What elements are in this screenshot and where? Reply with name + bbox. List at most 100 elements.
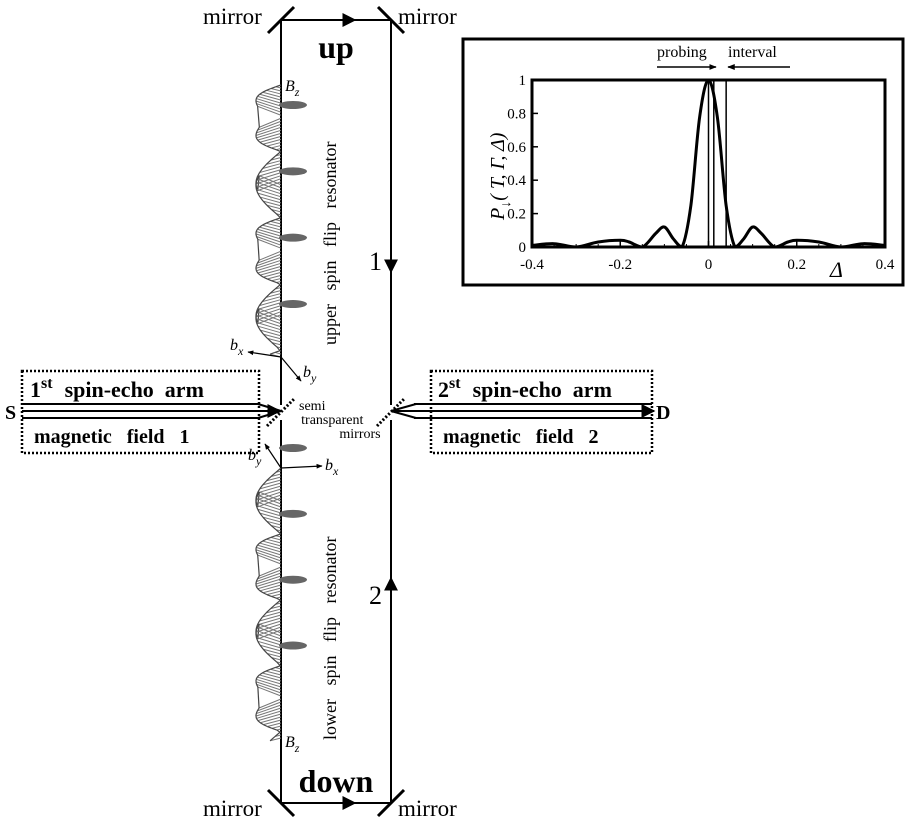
- field-vector: [255, 100, 282, 110]
- field-vector: [256, 546, 282, 556]
- field-vector: [256, 103, 282, 113]
- field-envelope: [255, 578, 259, 582]
- field-envelope: [262, 592, 268, 596]
- field-envelope: [266, 520, 272, 526]
- field-envelope: [267, 725, 273, 729]
- field-vector: [256, 314, 282, 325]
- field-envelope: [275, 151, 282, 157]
- field-vector: [271, 277, 282, 282]
- field-vector: [262, 611, 282, 618]
- field-envelope: [257, 126, 260, 131]
- mirror-label-bottom-right: mirror: [398, 796, 457, 821]
- field-envelope: [274, 731, 281, 737]
- field-envelope: [256, 575, 260, 580]
- field-envelope: [258, 301, 263, 306]
- field-envelope: [262, 648, 268, 654]
- field-vector: [258, 623, 282, 634]
- field-vector: [256, 321, 282, 331]
- field-vector: [257, 169, 282, 177]
- field-vector: [259, 512, 282, 520]
- field-vector: [257, 713, 282, 722]
- semi-word: semi: [299, 399, 326, 414]
- field-envelope: [270, 535, 276, 538]
- field-envelope: [257, 588, 261, 592]
- field-vector: [262, 91, 282, 98]
- mirror-label-bottom-left: mirror: [203, 796, 262, 821]
- field-vector: [257, 105, 282, 116]
- field-envelope: [255, 715, 258, 719]
- semi-mirror-right: [375, 396, 407, 428]
- field-envelope: [266, 594, 272, 597]
- field-envelope: [270, 471, 277, 477]
- field-vector: [270, 605, 282, 610]
- field-envelope: [275, 84, 282, 88]
- path-1-label: 1: [369, 247, 382, 276]
- field-envelope: [257, 555, 260, 577]
- field-vector: [256, 488, 282, 498]
- field-vector: [256, 620, 282, 630]
- by-lower-label: by: [248, 447, 262, 468]
- field-envelope: [255, 318, 258, 323]
- field-vector: [266, 204, 282, 210]
- field-envelope: [259, 484, 264, 490]
- field-vector: [257, 238, 282, 249]
- field-envelope: [255, 103, 259, 107]
- field-vector: [257, 640, 282, 649]
- transparent-word: transparent: [301, 413, 363, 428]
- field-vector: [257, 508, 282, 517]
- field-vector: [262, 296, 282, 303]
- field-envelope: [258, 672, 263, 676]
- field-vector: [266, 160, 282, 165]
- x-tick-label: 0: [705, 257, 713, 273]
- field-envelope: [275, 217, 281, 221]
- bx-lower-sub: x: [332, 464, 339, 478]
- field-envelope: [257, 491, 260, 496]
- field-envelope: [257, 325, 261, 331]
- bx-upper-label: bx: [230, 337, 244, 358]
- bx-upper-sub: x: [237, 344, 244, 358]
- field-vector: [266, 141, 282, 147]
- by-lower-arrow: [264, 443, 282, 469]
- field-envelope: [256, 172, 261, 177]
- field-envelope: [269, 288, 276, 294]
- bz-top-letter: B: [285, 78, 295, 95]
- x-tick-label: -0.2: [608, 257, 632, 273]
- field-envelope: [255, 549, 258, 553]
- field-vector: [263, 271, 282, 278]
- x-tick-label: 0.2: [787, 257, 806, 273]
- field-envelope: [255, 322, 259, 327]
- field-envelope: [255, 586, 259, 590]
- field-vector: [266, 89, 282, 95]
- field-envelope: [276, 346, 281, 352]
- field-envelope: [266, 87, 272, 91]
- field-vector: [255, 126, 282, 136]
- field-vector: [257, 132, 282, 141]
- y-tick-label: 0.8: [507, 106, 526, 122]
- bx-lower-label: bx: [325, 457, 339, 478]
- field-lobe: [279, 101, 307, 109]
- field-envelope: [255, 270, 259, 274]
- field-vector: [270, 88, 282, 92]
- field-envelope: [255, 309, 258, 314]
- field-vector: [262, 672, 282, 679]
- field-envelope: [271, 147, 277, 151]
- bz-top-sub: z: [294, 85, 300, 99]
- field-envelope: [271, 727, 278, 731]
- field-envelope: [255, 311, 258, 316]
- field-envelope: [276, 282, 281, 286]
- field-vector: [270, 536, 282, 541]
- field-envelope: [266, 204, 272, 210]
- field-envelope: [274, 350, 281, 354]
- field-lobe: [279, 444, 307, 452]
- field-envelope: [255, 681, 258, 685]
- field-envelope: [259, 644, 264, 650]
- field-envelope: [255, 544, 258, 548]
- field-envelope: [255, 492, 259, 497]
- field-vector: [256, 181, 282, 192]
- field-vector: [267, 722, 282, 728]
- bz-bottom-letter: B: [285, 734, 295, 751]
- field-vector: [266, 222, 282, 228]
- field-vector: [263, 719, 282, 726]
- field-envelope: [255, 637, 259, 642]
- field-vector: [257, 228, 282, 237]
